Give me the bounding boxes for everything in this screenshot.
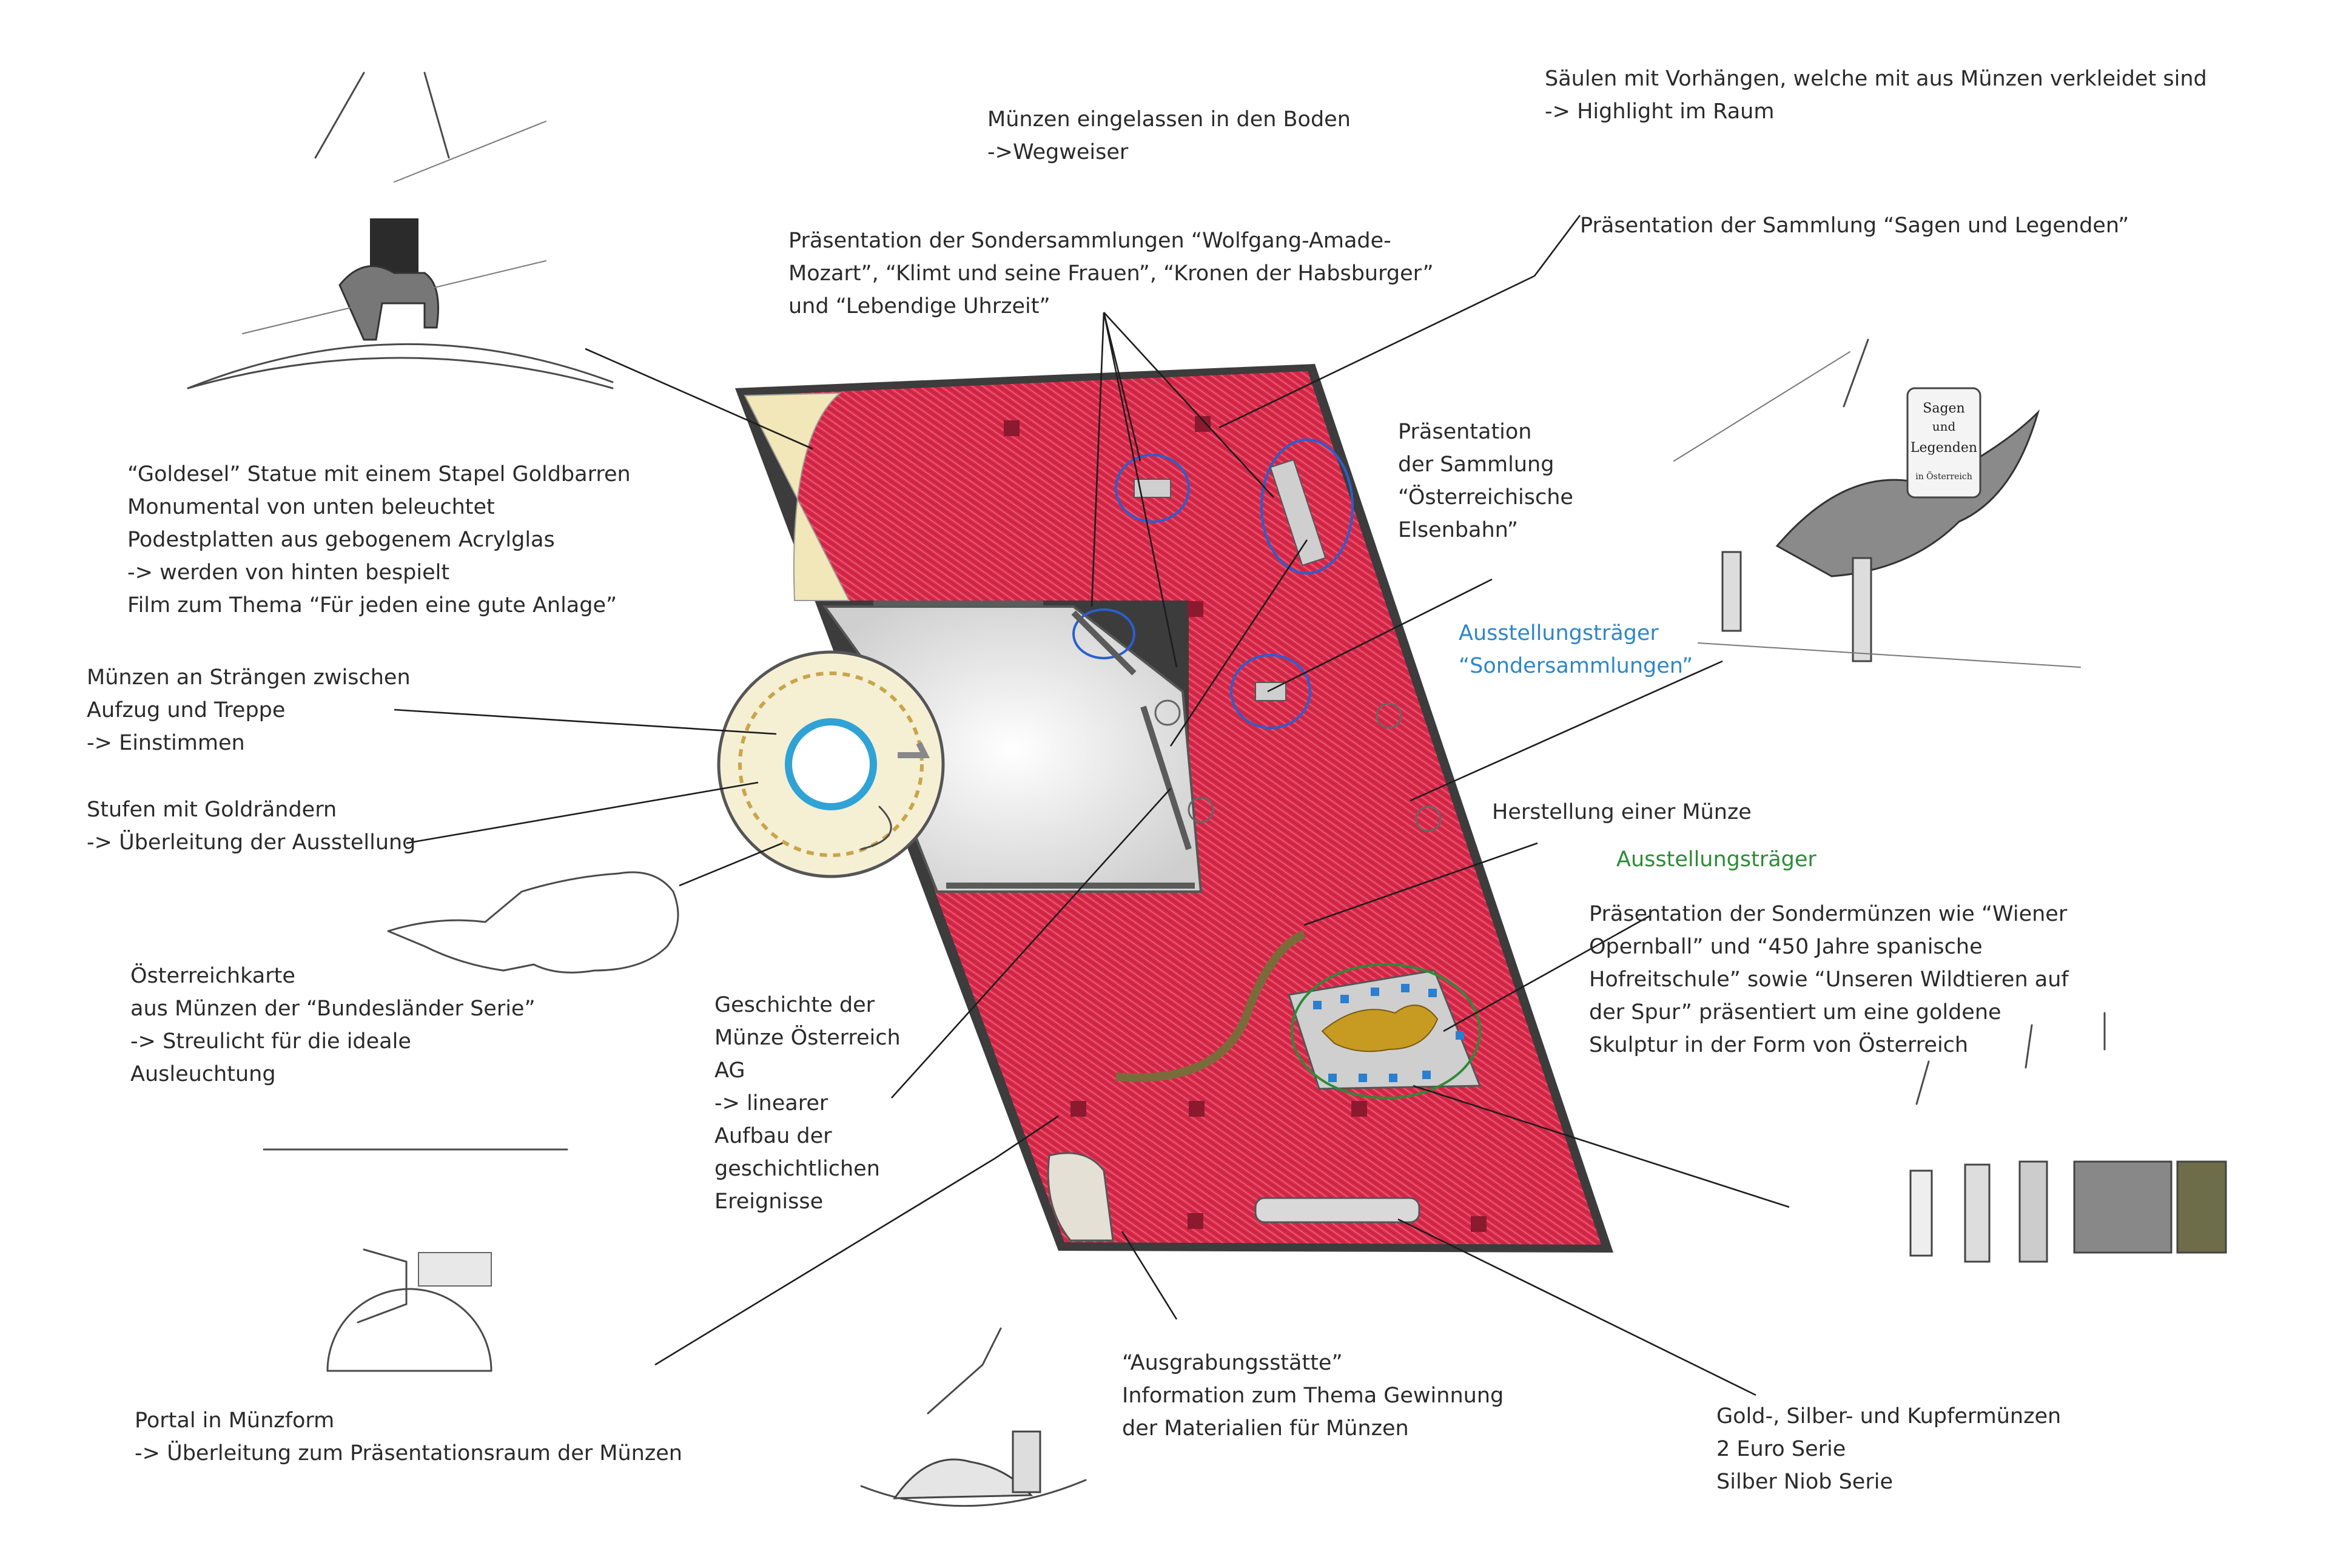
history-wall [1115, 930, 1306, 1082]
label-line: Film zum Thema “Für jeden eine gute Anla… [127, 593, 617, 617]
label-line: Information zum Thema Gewinnung [1122, 1384, 1504, 1408]
leader-lines [394, 215, 1790, 1396]
label-line: -> linearer [714, 1091, 828, 1115]
label-line: Portal in Münzform [135, 1408, 335, 1433]
label-line: Mozart”, “Klimt und seine Frauen”, “Kron… [788, 261, 1434, 286]
sagen-sketch: Sagen und Legenden in Österreich [1673, 338, 2081, 668]
label-line: -> werden von hinten bespielt [127, 560, 450, 585]
label-line: “Goldesel” Statue mit einem Stapel Goldb… [127, 462, 631, 486]
label-line: Ereignisse [714, 1189, 824, 1214]
sagen-banner-3: Legenden [1911, 440, 1977, 456]
label-line: und “Lebendige Uhrzeit” [788, 294, 1050, 318]
sagen-banner-1: Sagen [1923, 401, 1964, 416]
inner-walls [873, 601, 1195, 889]
label-line: Münzen eingelassen in den Boden [987, 107, 1351, 132]
label-straenge: Münzen an Strängen zwischen Aufzug und T… [87, 661, 411, 759]
label-line: Hofreitschule” sowie “Unseren Wildtieren… [1589, 967, 2069, 992]
label-line: der Materialien für Münzen [1122, 1416, 1409, 1441]
goldesel-sketch [187, 72, 614, 389]
label-line: Podestplatten aus gebogenem Acrylglas [127, 528, 555, 552]
label-line: Österreichkarte [130, 964, 295, 988]
label-serien: Gold-, Silber- und Kupfermünzen 2 Euro S… [1716, 1400, 2061, 1498]
label-line: -> Highlight im Raum [1545, 99, 1775, 124]
label-sondermuenzen: Präsentation der Sondermünzen wie “Wiene… [1589, 898, 2069, 1062]
label-line: Gold-, Silber- und Kupfermünzen [1716, 1404, 2062, 1428]
curtain-columns [1154, 699, 1442, 832]
label-line: Präsentation [1398, 420, 1532, 444]
label-sagen: Präsentation der Sammlung “Sagen und Leg… [1580, 209, 2129, 242]
label-line: Opernball” und “450 Jahre spanische [1589, 935, 1983, 959]
coin-series-case [1254, 1197, 1420, 1223]
label-line: aus Münzen der “Bundesländer Serie” [130, 997, 536, 1021]
label-line: Aufzug und Treppe [87, 698, 286, 722]
floor-markers [1004, 416, 1487, 1232]
label-line: Ausstellungsträger [1459, 621, 1659, 645]
label-karte: Österreichkarte aus Münzen der “Bundeslä… [130, 960, 536, 1091]
sagen-banner-4: in Österreich [1915, 471, 1972, 482]
label-line: Herstellung einer Münze [1492, 800, 1752, 824]
label-herstellung: Herstellung einer Münze [1492, 796, 1752, 829]
label-line: Aufbau der [714, 1124, 832, 1148]
label-geschichte: Geschichte der Münze Österreich AG -> li… [714, 989, 901, 1218]
label-line: -> Streulicht für die ideale [130, 1029, 411, 1054]
label-sondersammlungen: Präsentation der Sondersammlungen “Wolfg… [788, 224, 1434, 323]
label-traeger: Ausstellungsträger [1616, 843, 1816, 876]
label-line: Münzen an Strängen zwischen [87, 665, 411, 690]
label-line: Stufen mit Goldrändern [87, 798, 337, 822]
label-portal: Portal in Münzform -> Überleitung zum Pr… [135, 1404, 682, 1470]
label-line: Ausleuchtung [130, 1062, 276, 1086]
label-line: Präsentation der Sammlung “Sagen und Leg… [1580, 214, 2129, 238]
sagen-banner-2: und [1932, 419, 1956, 434]
label-line: -> Einstimmen [87, 731, 245, 755]
excavation-sketch [860, 1327, 1087, 1507]
goldesel-area [744, 392, 850, 601]
label-line: AG [714, 1058, 745, 1083]
label-line: Elsenbahn” [1398, 518, 1519, 542]
label-line: Silber Niob Serie [1716, 1470, 1893, 1494]
label-line: der Sammlung [1398, 453, 1554, 477]
special-displays [1072, 439, 1354, 729]
label-muenzen-boden: Münzen eingelassen in den Boden ->Wegwei… [987, 103, 1351, 169]
staircase [717, 650, 945, 878]
excavation-area [1047, 1152, 1114, 1242]
portal-sketch [263, 1148, 568, 1372]
label-line: “Sondersammlungen” [1459, 654, 1693, 678]
label-line: Säulen mit Vorhängen, welche mit aus Mün… [1545, 67, 2207, 91]
label-line: Monumental von unten beleuchtet [127, 495, 495, 519]
austria-sculpture [1288, 963, 1482, 1099]
floor-plan [717, 364, 1613, 1253]
label-line: -> Überleitung zum Präsentationsraum der… [135, 1441, 682, 1465]
label-line: Skulptur in der Form von Österreich [1589, 1033, 1969, 1057]
label-ausgrabung: “Ausgrabungsstätte” Information zum Them… [1122, 1347, 1504, 1445]
columns-sketch [1909, 1012, 2227, 1263]
label-line: -> Überleitung der Ausstellung [87, 830, 416, 855]
label-line: “Ausgrabungsstätte” [1122, 1351, 1343, 1375]
label-eisenbahn: Präsentation der Sammlung “Österreichisc… [1398, 416, 1573, 547]
label-goldesel: “Goldesel” Statue mit einem Stapel Goldb… [127, 458, 631, 622]
label-stufen: Stufen mit Goldrändern -> Überleitung de… [87, 793, 415, 859]
label-line: ->Wegweiser [987, 140, 1129, 164]
label-line: “Österreichische [1398, 485, 1573, 510]
label-traeger-sonder: Ausstellungsträger “Sondersammlungen” [1459, 617, 1693, 682]
label-saeulen: Säulen mit Vorhängen, welche mit aus Mün… [1545, 62, 2207, 128]
label-line: 2 Euro Serie [1716, 1437, 1846, 1461]
label-line: der Spur” präsentiert um eine goldene [1589, 1000, 2001, 1025]
label-line: Präsentation der Sondermünzen wie “Wiene… [1589, 902, 2068, 926]
label-line: Geschichte der [714, 993, 875, 1017]
label-line: Ausstellungsträger [1616, 847, 1816, 872]
label-line: Münze Österreich [714, 1026, 901, 1050]
label-line: geschichtlichen [714, 1157, 880, 1181]
label-line: Präsentation der Sondersammlungen “Wolfg… [788, 229, 1391, 253]
austria-map-sketch [387, 871, 679, 974]
